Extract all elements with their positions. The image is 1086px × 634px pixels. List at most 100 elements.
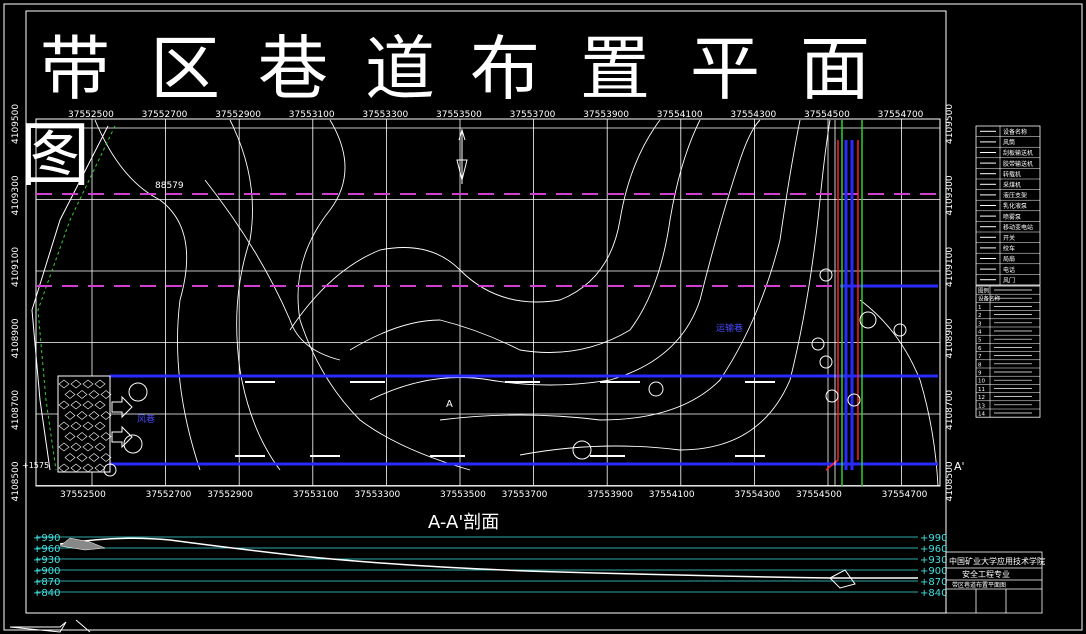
section-profile: +990+990+960+960+930+930+900+900+870+870… <box>33 533 947 599</box>
axis-marker-icon <box>9 619 91 633</box>
point-a-prime-label: A' <box>954 460 965 473</box>
legend-symbol-label: 液压支架 <box>1003 192 1027 200</box>
x-coord-top: 37554500 <box>804 110 850 120</box>
north-arrow-icon <box>456 128 468 184</box>
rock-hatch <box>57 375 112 473</box>
x-coord-bottom: 37554100 <box>649 490 695 500</box>
y-coord-right: 4108700 <box>945 390 955 430</box>
x-coord-bottom: 37553700 <box>502 490 548 500</box>
y-coord-right: 4108500 <box>945 461 955 501</box>
section-level-right: +840 <box>920 588 947 599</box>
y-coord-left: 4108500 <box>11 461 21 501</box>
x-coord-bottom: 37552700 <box>146 490 192 500</box>
left-tag: +1575 <box>22 461 49 470</box>
title-char: 面 <box>800 28 870 110</box>
coordinate-labels: 37552500 37552700 37552900 37553100 37553300… <box>11 104 955 502</box>
blue-tag-1: 运输巷 <box>716 322 743 334</box>
y-coord-right: 4109500 <box>945 104 955 144</box>
device-row-id: 图例 <box>978 287 990 295</box>
device-row-id: 1 <box>978 305 982 311</box>
device-row-id: 设备名称 <box>978 295 1001 303</box>
section-level-left: +930 <box>33 555 60 566</box>
title-char: 巷 <box>258 28 328 110</box>
title-char: 布 <box>470 28 540 110</box>
map-border <box>35 118 941 487</box>
legend-symbol-label: 电话 <box>1003 266 1015 274</box>
device-row-id: 5 <box>978 338 982 344</box>
y-coord-right: 4109300 <box>945 175 955 215</box>
x-coord-top: 37552500 <box>68 110 114 120</box>
title-char: 道 <box>365 28 435 110</box>
x-coord-top: 37554300 <box>730 110 776 120</box>
contour-lines <box>94 119 939 487</box>
device-row-id: 8 <box>978 362 982 368</box>
title-block-school: 中国矿业大学应用技术学院 <box>949 556 1045 566</box>
legend-symbol-label: 移动变电站 <box>1003 223 1033 231</box>
x-coord-top: 37553700 <box>510 110 556 120</box>
main-roadways <box>110 140 938 470</box>
legend-symbol-label: 风筒 <box>1003 139 1015 147</box>
flow-arrows <box>111 395 133 449</box>
outcrop-boundary <box>31 125 116 471</box>
title-char: 带 <box>40 28 110 110</box>
title-char: 图 <box>20 114 90 196</box>
section-level-right: +990 <box>920 533 947 544</box>
y-coord-right: 4108900 <box>945 318 955 358</box>
y-coord-left: 4108700 <box>11 390 21 430</box>
x-coord-bottom: 37553300 <box>354 490 400 500</box>
point-a-label: A <box>446 399 453 410</box>
x-coord-top: 37553100 <box>289 110 335 120</box>
dashed-roadways <box>36 193 938 287</box>
section-level-left: +900 <box>33 566 60 577</box>
y-coord-left: 4109100 <box>11 247 21 287</box>
coordinate-grid <box>36 119 940 486</box>
title-char: 置 <box>580 28 650 110</box>
conveyor-marks <box>235 381 775 457</box>
legend-symbol-label: 喷雾泵 <box>1003 213 1021 221</box>
legend-symbol-table: 设备名称风筒刮板输送机胶带输送机转载机采煤机液压支架乳化液泵喷雾泵移动变电站开关… <box>975 125 1041 286</box>
x-coord-bottom: 37554300 <box>734 490 780 500</box>
device-row-id: 2 <box>978 313 982 319</box>
section-level-left: +870 <box>33 577 60 588</box>
legend-symbol-label: 胶带输送机 <box>1003 160 1033 168</box>
title-block-major: 安全工程专业 <box>962 569 1010 579</box>
section-title: A-A'剖面 <box>428 512 500 533</box>
title-block-drawing-name: 带区巷道布置平面图 <box>952 581 1006 589</box>
outer-frame <box>3 3 1083 631</box>
x-coord-bottom: 37553500 <box>440 490 486 500</box>
x-coord-bottom: 37552500 <box>60 490 106 500</box>
section-level-right: +900 <box>920 566 947 577</box>
section-level-right: +960 <box>920 544 947 555</box>
x-coord-bottom: 37554700 <box>882 490 928 500</box>
device-row-id: 4 <box>978 330 982 336</box>
ground-profile <box>59 537 918 579</box>
legend-symbol-label: 风门 <box>1003 276 1015 284</box>
legend-symbol-label: 采煤机 <box>1003 181 1021 189</box>
x-coord-top: 37553500 <box>436 110 482 120</box>
device-row-id: 9 <box>978 371 982 377</box>
x-coord-bottom: 37554500 <box>796 490 842 500</box>
legend-symbol-label: 设备名称 <box>1003 128 1027 136</box>
y-coord-left: 4109300 <box>11 175 21 215</box>
device-row-id: 3 <box>978 321 982 327</box>
device-row-id: 10 <box>978 379 985 385</box>
legend-symbol-label: 刮板输送机 <box>1003 149 1033 157</box>
x-coord-top: 37552700 <box>142 110 188 120</box>
device-row-id: 13 <box>978 403 985 409</box>
section-level-right: +870 <box>920 577 947 588</box>
x-coord-top: 37554700 <box>878 110 924 120</box>
title-block <box>945 551 1043 614</box>
section-level-left: +990 <box>33 533 60 544</box>
device-row-id: 7 <box>978 354 982 360</box>
x-coord-top: 37554100 <box>657 110 703 120</box>
device-row-id: 6 <box>978 346 982 352</box>
x-coord-top: 37552900 <box>215 110 261 120</box>
y-coord-left: 4108900 <box>11 318 21 358</box>
x-coord-top: 37553300 <box>362 110 408 120</box>
legend-symbol-label: 局扇 <box>1003 255 1015 263</box>
shaft-lines <box>825 120 863 486</box>
blue-tag-2: 风巷 <box>137 414 155 425</box>
legend-symbol-label: 乳化液泵 <box>1003 202 1027 210</box>
